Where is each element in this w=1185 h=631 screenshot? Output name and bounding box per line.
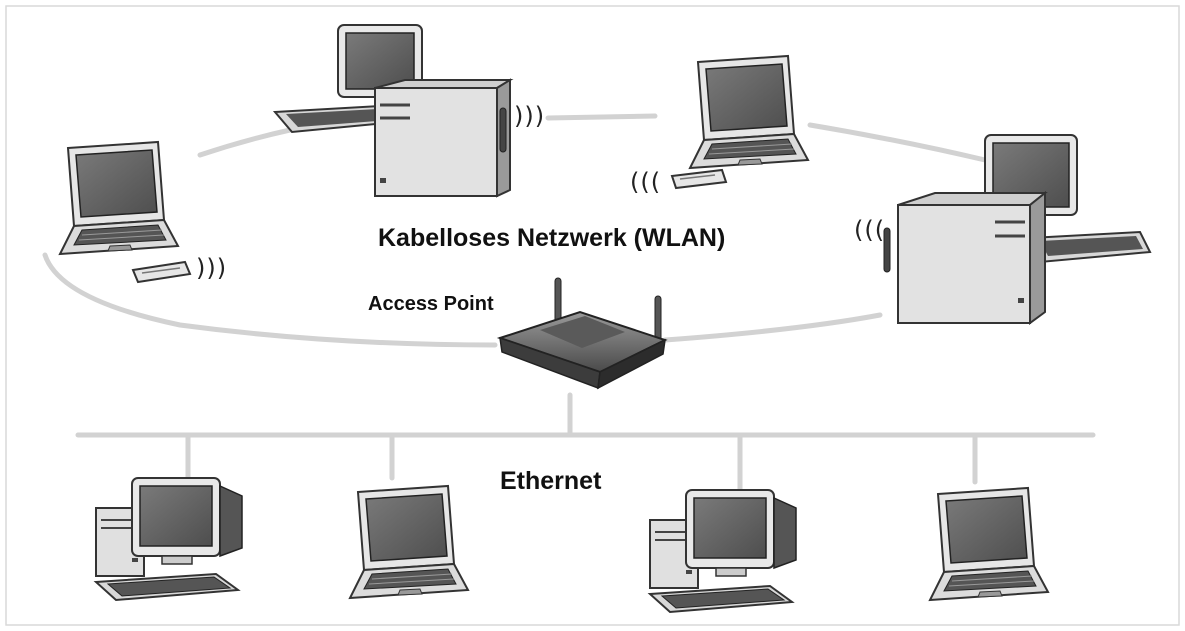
wlan-card-top-center-icon [670, 168, 728, 190]
access-point-label: Access Point [368, 293, 494, 315]
wlan-card-left-icon [131, 260, 192, 284]
wifi-waves-left: ))) [196, 254, 227, 282]
ethernet-backbone [75, 392, 1096, 493]
wifi-waves-right: ((( [854, 216, 885, 244]
ethernet-label: Ethernet [500, 467, 602, 495]
wlan-label: Kabelloses Netzwerk (WLAN) [378, 224, 725, 252]
wlan-ring [42, 113, 1044, 348]
desktop-right-icon [883, 134, 1152, 325]
wifi-waves-top-center: ))) [514, 102, 545, 130]
access-point-router-icon [496, 277, 668, 390]
desktop-top-center-icon [272, 24, 514, 198]
wifi-waves-top-center-laptop: ((( [630, 168, 661, 196]
